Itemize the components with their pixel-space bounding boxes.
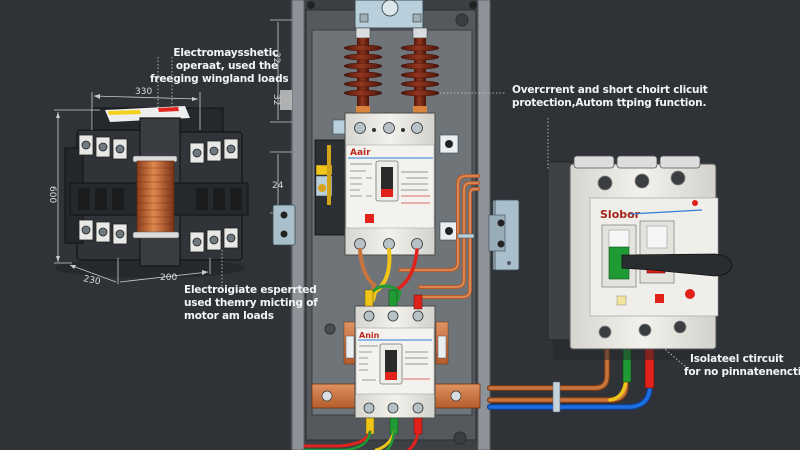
interconnect-wires bbox=[358, 248, 419, 302]
annotation-contactor-line-1: Electromaysshetic bbox=[173, 47, 278, 59]
isolator-switch: Slobor bbox=[487, 155, 733, 413]
annotation-overcurrent-line-1: Overcrrent and short choirt clicuit bbox=[512, 84, 708, 96]
contactor-dimension-lines bbox=[54, 92, 211, 284]
annotation-isolator: Isolateel ctircuit for no pinnatenenctio… bbox=[684, 353, 800, 379]
panel-dim-lower: 24 bbox=[272, 181, 284, 191]
callout-leaders-left bbox=[157, 57, 223, 290]
breaker-upper: Aair bbox=[332, 112, 459, 256]
terminal-screws-top bbox=[78, 134, 239, 164]
dim-depth-label: 230 bbox=[82, 274, 101, 287]
cable-tie bbox=[552, 381, 561, 413]
annotation-thermal-line-1: Electroigiate esperrted bbox=[184, 284, 317, 296]
annotation-isolator-line-1: Isolateel ctircuit bbox=[690, 353, 784, 365]
callout-leaders-right bbox=[440, 92, 687, 368]
annotation-contactor-line-2: operaat, used the bbox=[175, 60, 278, 72]
breaker-upper-brand: Aair bbox=[350, 148, 371, 158]
insulator-right bbox=[400, 27, 440, 114]
panel-dim-middle: 32 bbox=[271, 94, 281, 105]
dim-width-label: 330 bbox=[135, 87, 152, 97]
panel-dim-upper: 32 bbox=[271, 52, 281, 63]
annotation-contactor: Electromaysshetic operaat, used the free… bbox=[150, 47, 289, 86]
isolator-handle bbox=[621, 253, 733, 277]
terminal-screws-bottom bbox=[78, 219, 239, 253]
breaker-lower: Anin bbox=[343, 305, 449, 419]
auxiliary-relay bbox=[314, 139, 346, 236]
annotation-contactor-line-3: freeging wingland loads bbox=[150, 73, 289, 85]
insulator-left bbox=[343, 27, 383, 114]
dimension-arrowheads bbox=[56, 94, 208, 275]
breaker-lower-brand: Anin bbox=[359, 331, 380, 340]
annotation-thermal-line-2: used themry micting of bbox=[184, 297, 318, 309]
mounting-bracket bbox=[488, 199, 520, 271]
annotation-isolator-line-2: for no pinnatenenction. bbox=[684, 366, 800, 378]
isolator-brand: Slobor bbox=[600, 208, 641, 221]
dim-base-label: 200 bbox=[160, 273, 177, 283]
dim-height-label: 600 bbox=[47, 186, 57, 203]
annotation-thermal-line-3: motor am loads bbox=[184, 310, 274, 322]
annotation-thermal: Electroigiate esperrted used themry mict… bbox=[184, 284, 318, 323]
annotation-overcurrent: Overcrrent and short choirt clicuit prot… bbox=[512, 84, 708, 110]
annotation-overcurrent-line-2: protection,Autom ttping function. bbox=[512, 97, 707, 109]
isolator-wires bbox=[487, 342, 653, 410]
contactor: 330 600 230 200 bbox=[47, 57, 249, 290]
enclosure-panel: 32 32 24 bbox=[270, 0, 518, 450]
copper-coil bbox=[132, 155, 180, 239]
